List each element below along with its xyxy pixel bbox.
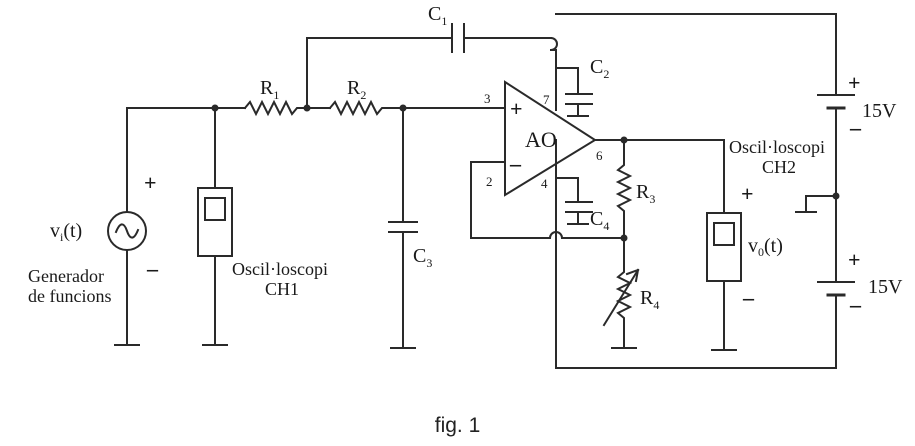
label-c1: C1: [428, 3, 447, 28]
capacitor-c3: [388, 107, 418, 349]
supply-top-voltage: 15V: [862, 100, 897, 122]
supply-top-minus-sign: –: [849, 115, 862, 140]
opamp-label: AO: [525, 127, 557, 152]
capacitor-c4: [555, 177, 593, 225]
generator-label-line2: de funcions: [28, 286, 111, 306]
supply-bottom-plus-sign: +: [848, 247, 861, 272]
pin-4-label: 4: [541, 176, 548, 191]
resistor-r3: [615, 139, 633, 239]
resistor-r4-variable: [602, 237, 640, 349]
vi-minus-sign: –: [146, 256, 159, 281]
scope2-label-line2: CH2: [762, 157, 796, 177]
opamp-inverting-sign: –: [509, 151, 522, 176]
scope2-label-line1: Oscil·loscopi: [729, 137, 825, 157]
capacitor-c2: [555, 67, 593, 117]
label-c4: C4: [590, 208, 609, 233]
vi-plus-sign: +: [144, 170, 157, 195]
label-r1: R1: [260, 77, 279, 102]
junction-dot: [832, 192, 840, 200]
vo-minus-sign: –: [742, 285, 755, 310]
pin-6-label: 6: [596, 148, 603, 163]
resistor-r1: [243, 99, 331, 117]
generator-label-line1: Generador: [28, 266, 104, 286]
pin-2-label: 2: [486, 174, 493, 189]
supply-bottom-voltage: 15V: [868, 276, 903, 298]
battery-15v-bottom: [817, 281, 855, 297]
scope1-label-line2: CH1: [265, 279, 299, 299]
capacitor-c1: [306, 23, 558, 111]
label-vo: v0(t): [748, 235, 783, 259]
label-vi: vi(t): [50, 220, 82, 244]
supply-top-plus-sign: +: [848, 70, 861, 95]
figure-caption: fig. 1: [434, 414, 481, 437]
scope1-label-line1: Oscil·loscopi: [232, 259, 328, 279]
label-c3: C3: [413, 245, 432, 270]
label-c2: C2: [590, 56, 609, 81]
resistor-r2: [328, 99, 506, 117]
label-r4: R4: [640, 287, 659, 312]
pin-3-label: 3: [484, 91, 491, 106]
oscilloscope-ch2-icon: [706, 139, 742, 351]
pin-7-label: 7: [543, 92, 550, 107]
battery-15v-top: [817, 94, 855, 110]
label-r2: R2: [347, 77, 366, 102]
supply-bottom-minus-sign: –: [849, 292, 862, 317]
opamp-noninverting-sign: +: [510, 96, 523, 121]
function-generator: [107, 107, 246, 346]
label-r3: R3: [636, 181, 655, 206]
vo-plus-sign: +: [741, 181, 754, 206]
oscilloscope-ch1-icon: [197, 107, 233, 346]
